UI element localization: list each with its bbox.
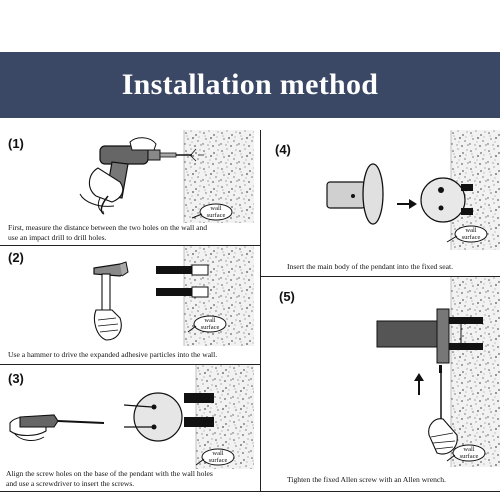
step-caption: Align the screw holes on the base of the… <box>6 469 213 478</box>
anchor-plugs-icon <box>156 264 209 298</box>
allen-wrench-icon <box>428 365 458 455</box>
step-4-panel: (4) wall surface Insert the main body of… <box>261 130 500 276</box>
step-number: (2) <box>8 250 24 265</box>
arrow-right-icon <box>397 199 417 209</box>
step-caption: First, measure the distance between the … <box>8 223 208 232</box>
arrow-up-icon <box>414 373 424 395</box>
wall-label: surface <box>462 234 481 241</box>
hammer-icon <box>93 261 129 341</box>
step-5-panel: (5) wall surface Tighten the fixed Allen… <box>261 277 500 491</box>
wall-label: surface <box>209 457 228 464</box>
step-divider <box>0 364 260 365</box>
header-banner: Installation method <box>0 52 500 118</box>
step-1-panel: (1) wall surface First, measure the dist… <box>0 130 260 245</box>
step-caption: Insert the main body of the pendant into… <box>287 262 453 271</box>
pendant-base-icon <box>123 392 183 442</box>
drill-icon <box>79 137 204 215</box>
wall-anchors-icon <box>184 393 214 427</box>
wall-label: wall <box>465 227 476 234</box>
step-caption: Tighten the fixed Allen screw with an Al… <box>287 475 446 484</box>
step-caption: use an impact drill to drill holes. <box>8 233 107 242</box>
page-title: Installation method <box>121 68 379 101</box>
step-caption: Use a hammer to drive the expanded adhes… <box>8 350 218 359</box>
wall-surface: wall surface <box>183 130 254 223</box>
wall-label: wall <box>210 205 221 212</box>
step-divider <box>0 491 500 492</box>
fixed-seat-icon <box>420 177 473 223</box>
step-number: (5) <box>279 289 295 304</box>
step-3-panel: (3) wall surface Align the screw holes o… <box>0 365 260 491</box>
step-caption: and use a screwdriver to insert the scre… <box>6 479 135 488</box>
wall-surface: wall surface <box>446 277 500 467</box>
mounted-pendant-icon <box>376 308 483 364</box>
step-number: (1) <box>8 136 24 151</box>
wall-label: surface <box>201 324 220 331</box>
wall-label: wall <box>212 450 223 457</box>
step-number: (3) <box>8 371 24 386</box>
step-divider <box>260 276 500 277</box>
wall-label: wall <box>204 317 215 324</box>
wall-label: surface <box>460 453 479 460</box>
pendant-icon <box>326 163 384 225</box>
screwdriver-icon <box>9 414 105 441</box>
step-2-panel: (2) wall surface Use a hammer to drive t… <box>0 246 260 364</box>
wall-label: wall <box>463 446 474 453</box>
wall-label: surface <box>207 212 226 219</box>
step-divider <box>0 245 260 246</box>
step-number: (4) <box>275 142 291 157</box>
column-divider <box>260 130 261 492</box>
